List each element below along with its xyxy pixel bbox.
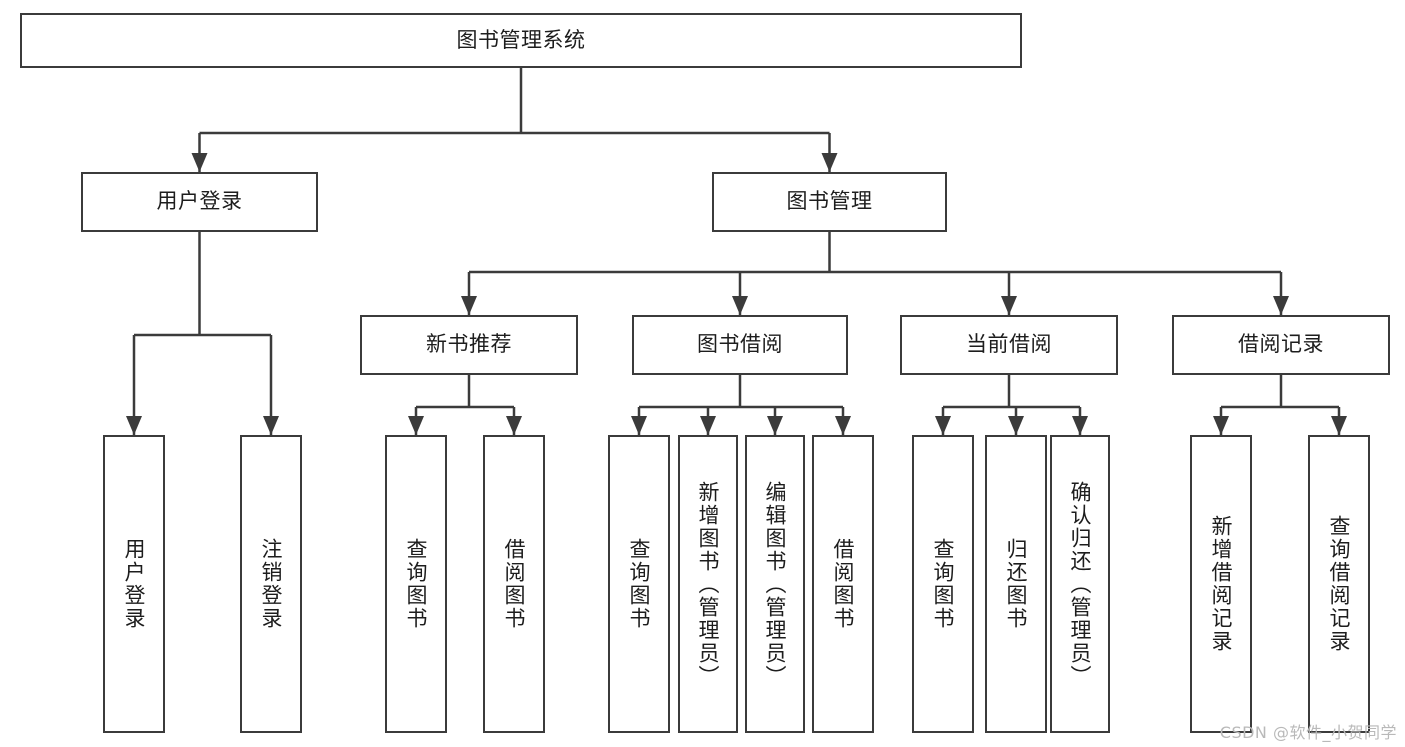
edge-arrow-n-current-l-returnbook bbox=[1008, 416, 1024, 435]
node-l-confirmreturn[interactable]: 确认归还（管理员） bbox=[1050, 435, 1110, 733]
node-label: 借阅记录 bbox=[1238, 332, 1324, 357]
node-l-querybook3[interactable]: 查询图书 bbox=[912, 435, 974, 733]
node-label-wrap: 注销登录 bbox=[242, 447, 300, 721]
node-label-wrap: 用户登录 bbox=[105, 447, 163, 721]
watermark-label: CSDN @软件_小贺同学 bbox=[1219, 723, 1397, 742]
node-label: 查询图书 bbox=[931, 538, 956, 630]
node-l-editbook[interactable]: 编辑图书（管理员） bbox=[745, 435, 805, 733]
edge-arrow-root-n-login bbox=[191, 153, 208, 172]
node-label: 新增借阅记录 bbox=[1209, 515, 1234, 653]
node-label: 用户登录 bbox=[122, 538, 147, 630]
node-label: 查询图书 bbox=[404, 538, 429, 630]
node-n-record[interactable]: 借阅记录 bbox=[1172, 315, 1390, 375]
node-l-querybook2[interactable]: 查询图书 bbox=[608, 435, 670, 733]
edge-arrow-n-bookmgmt-n-record bbox=[1273, 296, 1289, 315]
node-label: 新书推荐 bbox=[426, 332, 512, 357]
edge-arrow-n-login-l-userlogin bbox=[126, 416, 142, 435]
node-label-wrap: 借阅图书 bbox=[485, 447, 543, 721]
node-l-queryrecord[interactable]: 查询借阅记录 bbox=[1308, 435, 1370, 733]
node-l-borrowbook2[interactable]: 借阅图书 bbox=[812, 435, 874, 733]
node-l-returnbook[interactable]: 归还图书 bbox=[985, 435, 1047, 733]
edge-arrow-n-borrow-l-editbook bbox=[767, 416, 783, 435]
node-n-bookmgmt[interactable]: 图书管理 bbox=[712, 172, 947, 232]
node-label: 图书借阅 bbox=[697, 332, 783, 357]
edge-arrow-n-newbook-l-borrowbook1 bbox=[506, 416, 522, 435]
node-l-borrowbook1[interactable]: 借阅图书 bbox=[483, 435, 545, 733]
node-label: 归还图书 bbox=[1004, 538, 1029, 630]
node-label: 用户登录 bbox=[156, 189, 243, 214]
node-label-wrap: 新增借阅记录 bbox=[1192, 447, 1250, 721]
node-label: 图书管理 bbox=[786, 189, 873, 214]
node-label-wrap: 查询图书 bbox=[610, 447, 668, 721]
node-n-current[interactable]: 当前借阅 bbox=[900, 315, 1118, 375]
node-label-wrap: 归还图书 bbox=[987, 447, 1045, 721]
node-l-addrecord[interactable]: 新增借阅记录 bbox=[1190, 435, 1252, 733]
node-label: 新增图书（管理员） bbox=[696, 480, 721, 688]
node-label-wrap: 查询图书 bbox=[387, 447, 445, 721]
edge-arrow-n-borrow-l-addbook bbox=[700, 416, 716, 435]
edge-arrow-n-bookmgmt-n-newbook bbox=[461, 296, 477, 315]
node-l-userlogin[interactable]: 用户登录 bbox=[103, 435, 165, 733]
edge-arrow-n-borrow-l-querybook2 bbox=[631, 416, 647, 435]
node-label: 查询图书 bbox=[627, 538, 652, 630]
node-label: 编辑图书（管理员） bbox=[763, 480, 788, 688]
node-label: 注销登录 bbox=[259, 538, 284, 630]
node-label: 查询借阅记录 bbox=[1327, 515, 1352, 653]
node-label-wrap: 编辑图书（管理员） bbox=[747, 447, 803, 721]
node-l-logout[interactable]: 注销登录 bbox=[240, 435, 302, 733]
edge-arrow-n-bookmgmt-n-current bbox=[1001, 296, 1017, 315]
node-label-wrap: 查询图书 bbox=[914, 447, 972, 721]
node-n-newbook[interactable]: 新书推荐 bbox=[360, 315, 578, 375]
node-label-wrap: 新增图书（管理员） bbox=[680, 447, 736, 721]
edge-arrow-n-borrow-l-borrowbook2 bbox=[835, 416, 851, 435]
node-label: 当前借阅 bbox=[966, 332, 1052, 357]
node-n-login[interactable]: 用户登录 bbox=[81, 172, 318, 232]
edge-arrow-root-n-bookmgmt bbox=[821, 153, 838, 172]
edge-arrow-n-login-l-logout bbox=[263, 416, 279, 435]
node-label: 借阅图书 bbox=[831, 538, 856, 630]
node-root[interactable]: 图书管理系统 bbox=[20, 13, 1022, 68]
node-label: 确认归还（管理员） bbox=[1068, 480, 1093, 688]
edge-arrow-n-record-l-queryrecord bbox=[1331, 416, 1347, 435]
edge-arrow-n-current-l-confirmreturn bbox=[1072, 416, 1088, 435]
node-n-borrow[interactable]: 图书借阅 bbox=[632, 315, 848, 375]
node-label-wrap: 查询借阅记录 bbox=[1310, 447, 1368, 721]
node-label: 图书管理系统 bbox=[456, 27, 586, 52]
edge-arrow-n-newbook-l-querybook1 bbox=[408, 416, 424, 435]
node-l-addbook[interactable]: 新增图书（管理员） bbox=[678, 435, 738, 733]
node-label: 借阅图书 bbox=[502, 538, 527, 630]
edge-arrow-n-record-l-addrecord bbox=[1213, 416, 1229, 435]
node-label-wrap: 借阅图书 bbox=[814, 447, 872, 721]
edge-arrow-n-bookmgmt-n-borrow bbox=[732, 296, 748, 315]
node-label-wrap: 确认归还（管理员） bbox=[1052, 447, 1108, 721]
node-l-querybook1[interactable]: 查询图书 bbox=[385, 435, 447, 733]
edge-arrow-n-current-l-querybook3 bbox=[935, 416, 951, 435]
